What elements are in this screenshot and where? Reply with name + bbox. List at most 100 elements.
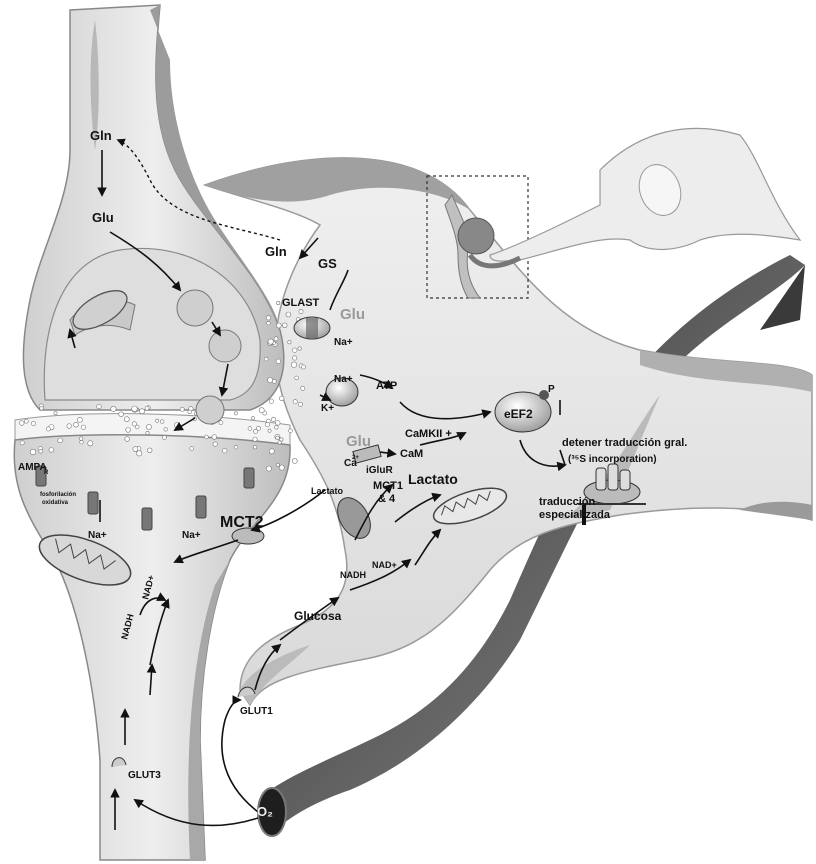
vesicle-dot [164,428,168,432]
vesicle-dot [126,428,131,433]
vesicle-dot [289,429,293,433]
vesicle-dot [54,412,57,415]
vesicle-dot [293,400,297,404]
vesicle-dot [31,421,35,425]
vesicle-dot [279,465,284,470]
vesicle-dot [145,406,149,410]
vesicle-dot [276,436,280,440]
label-cam: CaM [400,448,423,460]
vesicle-dot [124,417,129,422]
vesicle-dot [266,466,271,471]
label-eef2: eEF2 [504,407,533,421]
label-atp: ATP [376,380,397,392]
vesicle-dot [276,463,279,466]
label-lactato-small: Lactato [311,486,344,496]
vesicle-dot [279,396,284,401]
vesicle-dot [299,309,303,313]
label-ampa-sub: R [44,470,49,476]
neuron [14,5,290,860]
vesicle-dot [212,435,217,440]
vesicle-dot [234,445,238,449]
label-glut3: GLUT3 [128,770,161,781]
label-gln-astro: Gln [265,244,287,259]
vesicle-dot [292,348,297,353]
vesicle-dot [125,437,130,442]
label-na-post1: Na+ [88,530,107,541]
vesicle-dot [251,417,254,420]
vesicle-dot [295,376,299,380]
label-na-glast: Na+ [334,337,353,348]
label-mct14: MCT1 [373,480,403,492]
vesicle-dot [269,399,274,404]
label-nadh-astro: NADH [340,570,366,580]
vesicle-dot [24,419,28,423]
label-k-pump: K+ [321,403,334,414]
label-oxidativa: oxidativa [42,500,69,506]
vesicle-dot [67,424,72,429]
label-p: P [548,384,555,395]
vesicle-dot [276,359,281,364]
vesicle-dot [253,446,256,449]
label-gln-top: Gln [90,128,112,143]
vesicle-dot [288,341,291,344]
vesicle-dot [280,438,283,441]
vesicle-dot [74,422,79,427]
vesicle-dot [77,417,82,422]
vesicle-dot [146,424,151,429]
vesicle-dot [213,442,217,446]
vesicle-dot [264,357,268,361]
vesicle-dot [268,378,273,383]
vesicle-dot [222,448,227,453]
vesicle-dot [265,422,269,426]
vesicle-dot [133,447,138,452]
label-glast: GLAST [282,297,320,309]
label-glu-iglur: Glu [346,433,371,450]
vesicle-dot [139,409,144,414]
vesicle-dot [276,323,281,328]
vesicle-dot [49,448,54,453]
postsynaptic-spine [14,435,290,860]
label-na-post2: Na+ [182,530,201,541]
vesicle-dot [274,425,278,429]
vesicle-dot [30,449,36,455]
vesicle-dot [274,337,278,341]
vesicle-dot [268,429,271,432]
vesicle-dot [132,422,136,426]
vesicle-dot [40,407,44,411]
vesicle-dot [293,356,297,360]
label-ca-sup: 2+ [352,455,359,461]
vesicle-dot [20,421,25,426]
vesicle-dot [253,437,257,441]
vesicle-dot [234,412,237,415]
vesicle-dot [276,421,281,426]
label-iglur: iGluR [366,465,393,476]
vesicle-dot [302,365,306,369]
vesicle-dot [291,362,297,368]
label-s35: (³⁵S incorporation) [568,454,657,465]
label-na-pump: Na+ [334,374,353,385]
vesicle-dot [267,321,271,325]
vesicle-dot [219,421,223,425]
vesicle-dot [20,441,24,445]
vesicle-dot [160,420,164,424]
vesicle-dot [58,438,63,443]
vesicle-dot [147,448,152,453]
vesicle-dot [146,431,149,434]
label-glu-top: Glu [92,210,114,225]
vesicle-dot [180,407,184,411]
label-glut1: GLUT1 [240,706,273,717]
vesicle-dot [286,312,291,317]
vesicle-dot [282,323,287,328]
label-traduccion: traducción [539,496,596,508]
vesicle-dot [292,458,297,463]
vesicle-dot [190,447,194,451]
vesicle-dot [269,449,274,454]
vesicle-dot [79,437,83,441]
label-gs: GS [318,256,337,271]
label-nad-astro: NAD+ [372,560,397,570]
label-ampa: AMPA [18,462,47,473]
vesicle-dot [97,404,102,409]
vesicle-dot [301,386,305,390]
label-glu-glast: Glu [340,306,365,323]
